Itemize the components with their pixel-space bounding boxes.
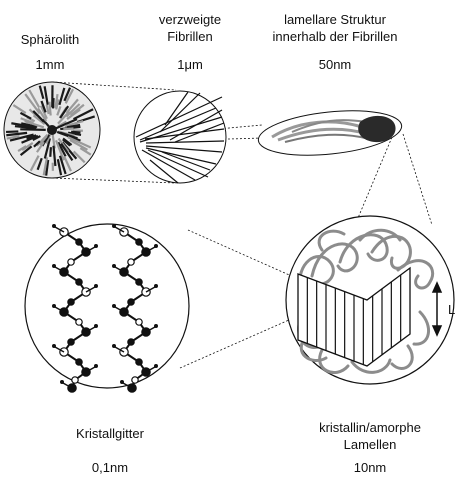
- thickness-label: L: [448, 302, 455, 317]
- fibrils-graphic: [134, 91, 226, 183]
- lamellar-structure-graphic: [256, 105, 404, 162]
- lamellae-graphic: L: [286, 216, 455, 384]
- connector-lamellar-to-lamellae-right: [403, 134, 432, 225]
- crystal-lattice-graphic: [25, 224, 189, 392]
- connector-spherulite-to-fibrils-bottom: [52, 178, 176, 183]
- spherulite-graphic: [4, 82, 100, 178]
- connector-lattice-bottom: [180, 316, 298, 368]
- connector-lattice-top: [188, 230, 296, 278]
